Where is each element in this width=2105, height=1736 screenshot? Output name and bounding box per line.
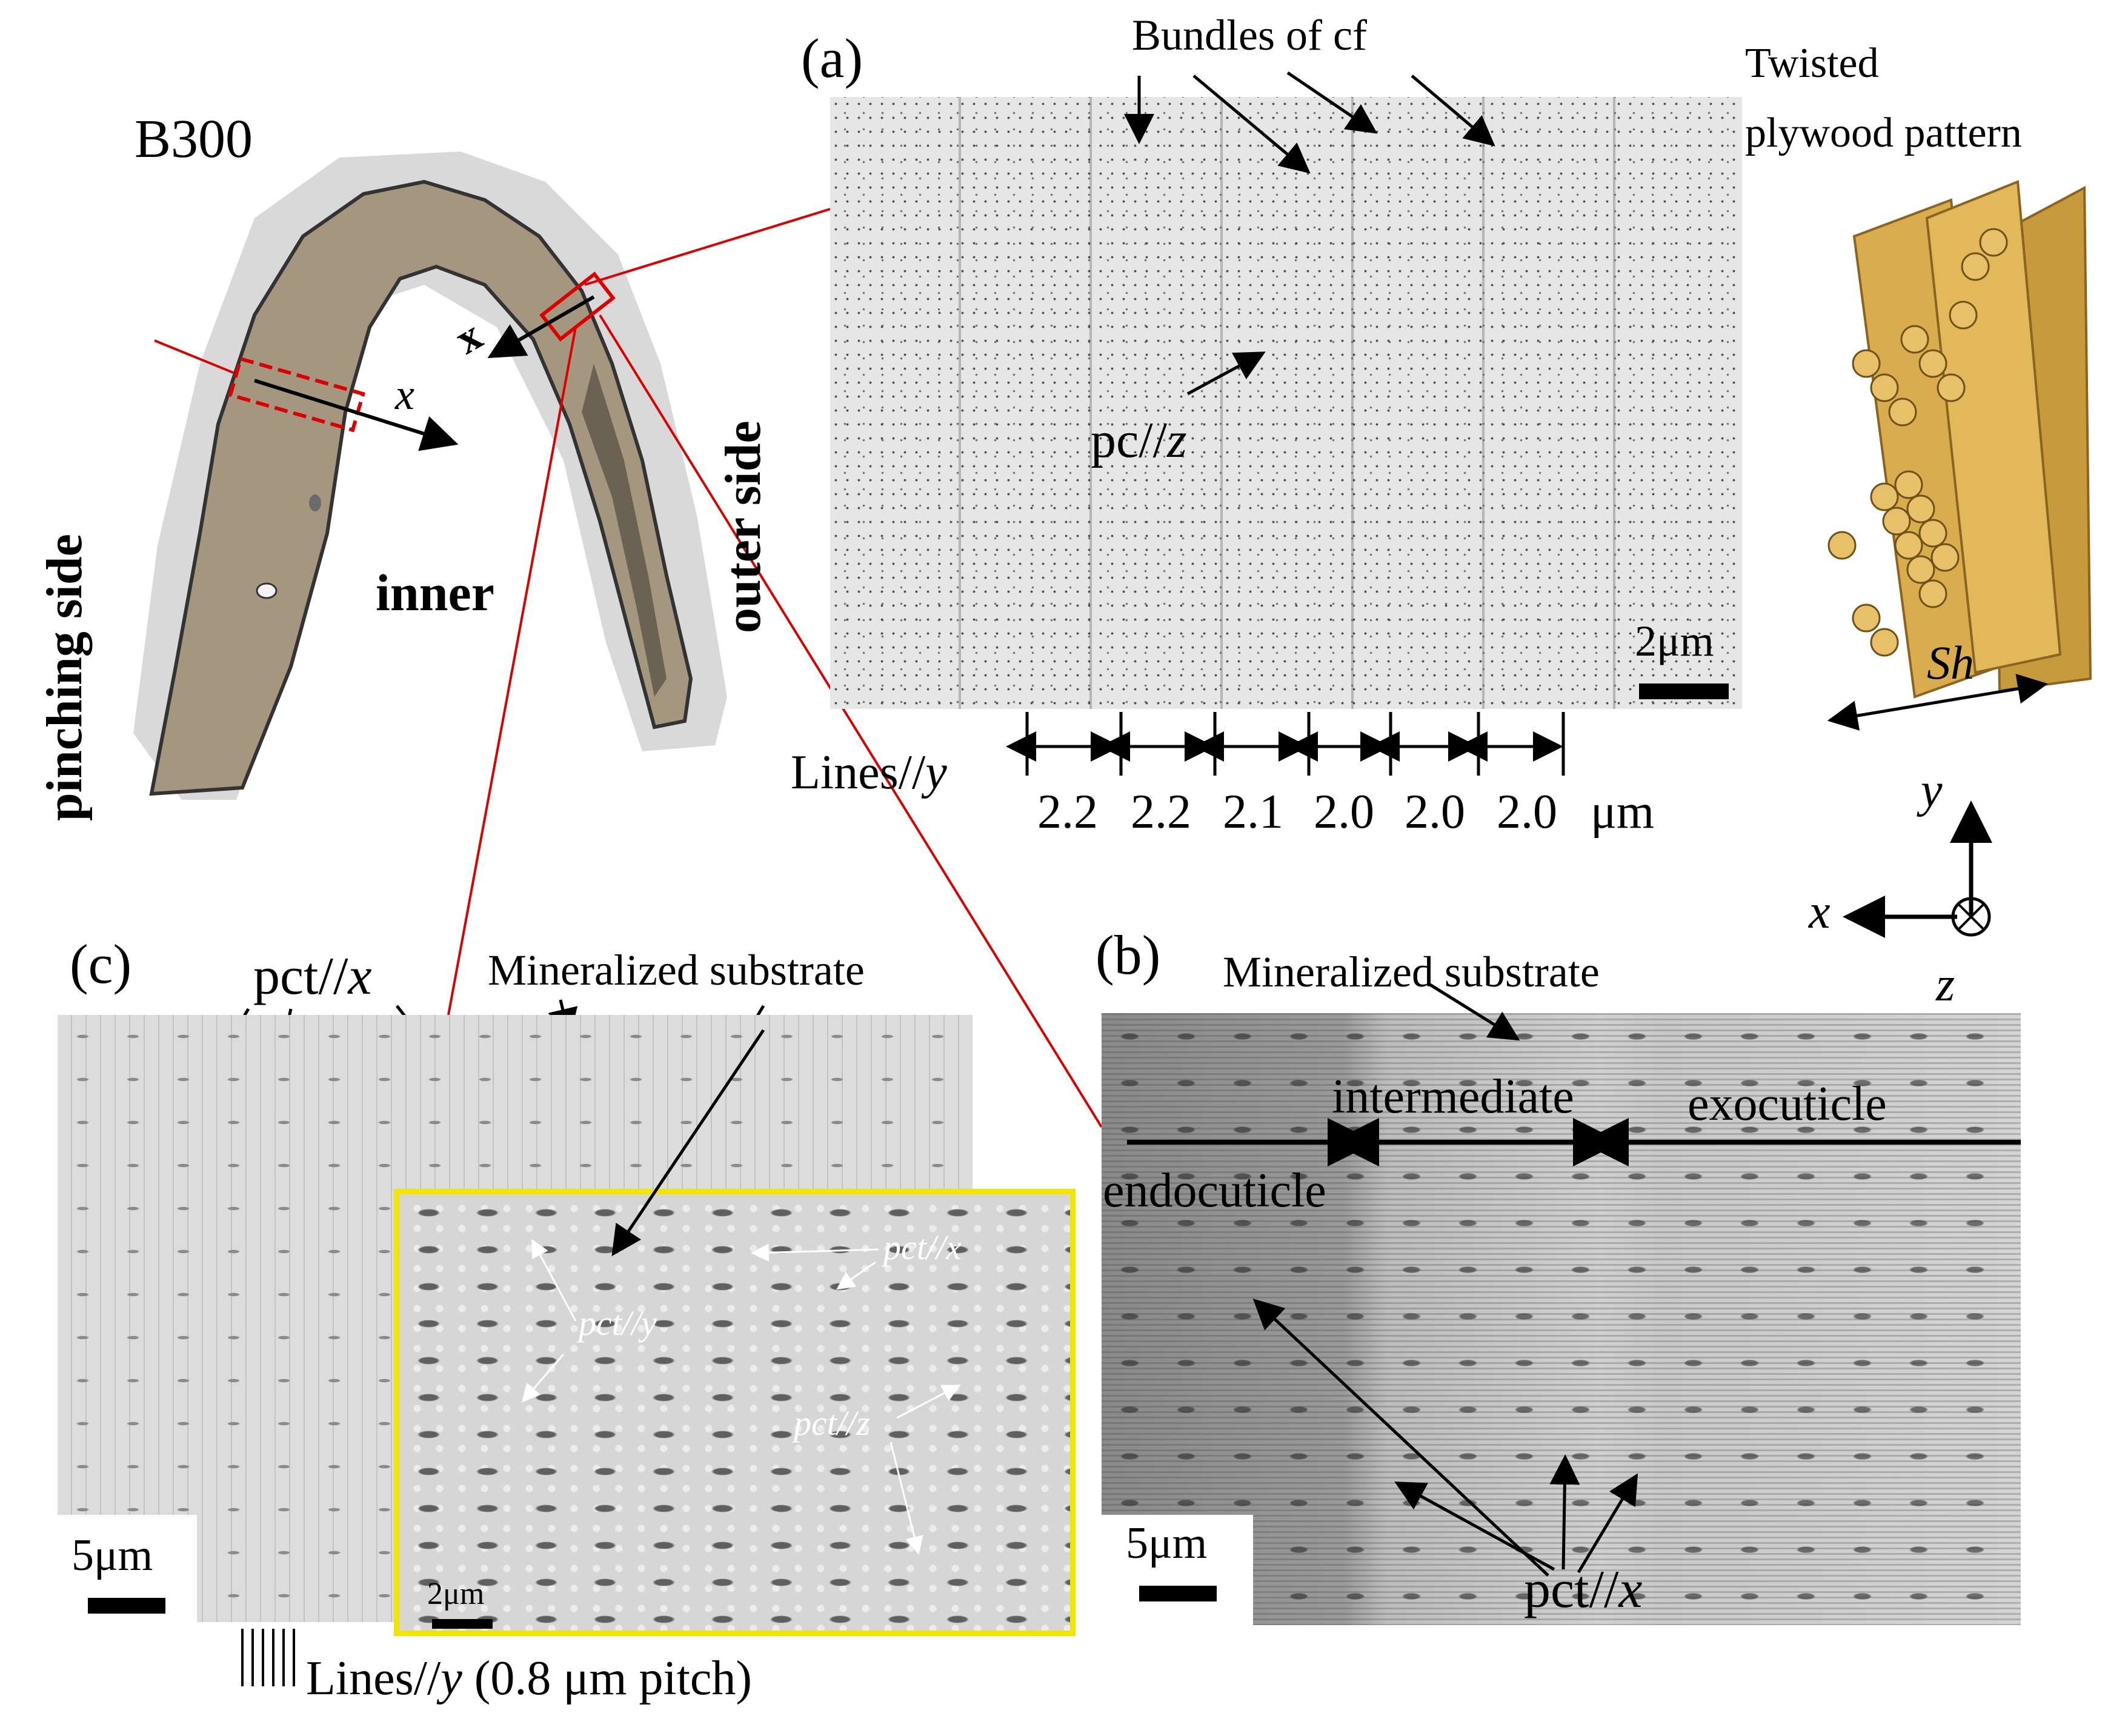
sh-label: Sh: [1927, 636, 1974, 689]
axis-y-label: y: [1921, 764, 1943, 817]
bundles-of-cf-label: Bundles of cf: [1132, 11, 1367, 59]
lines-y-spacing-markers: [1006, 712, 1565, 776]
spacing-value-6: 2.0: [1497, 785, 1557, 839]
panel-b-letter: (b): [1096, 924, 1161, 986]
spacing-value-5: 2.0: [1405, 785, 1465, 839]
spacing-value-1: 2.2: [1037, 785, 1098, 839]
pc-z-axis: z: [1166, 412, 1187, 468]
panel-b-scale-label: 5μm: [1126, 1518, 1208, 1568]
intermediate-label: intermediate: [1332, 1070, 1574, 1123]
inset-pct-z-label: pct//z: [794, 1403, 870, 1443]
spacing-unit: μm: [1591, 785, 1655, 839]
panel-c-letter: (c): [70, 933, 132, 995]
inner-label: inner: [376, 564, 494, 622]
panel-c-lines-label: Lines//y (0.8 μm pitch): [306, 1654, 752, 1703]
panel-b-scale-bar: [1139, 1586, 1217, 1601]
panel-b-scale-backdrop: [1102, 1515, 1253, 1636]
endocuticle-label: endocuticle: [1103, 1164, 1326, 1217]
lines-y-prefix: Lines//: [791, 746, 926, 799]
panel-b-pct-axis: x: [1618, 1560, 1643, 1619]
panel-c-inset-micrograph: [394, 1189, 1076, 1636]
panel-c-pct-prefix: pct//: [253, 947, 348, 1006]
panel-a-letter: (a): [801, 27, 863, 89]
panel-b-mineralized-label: Mineralized substrate: [1223, 948, 1600, 996]
panel-c-scale-backdrop: [58, 1515, 197, 1636]
twisted-plywood-illustration: [1827, 180, 2092, 731]
pc-z-prefix: pc//: [1091, 412, 1167, 468]
spacing-value-3: 2.1: [1223, 785, 1283, 839]
axis-x-label: x: [1809, 885, 1831, 939]
panel-c-pct-label: pct//x: [253, 950, 371, 1003]
specimen-section-figure: [133, 151, 727, 800]
pitch-lines-icon: [241, 1629, 295, 1686]
panel-c-scale-bar: [88, 1598, 165, 1614]
panel-a-scale-bar: [1639, 683, 1729, 699]
panel-b-pct-label: pct//x: [1524, 1563, 1642, 1617]
plywood-title-line2: plywood pattern: [1745, 110, 2022, 156]
specimen-pore: [309, 494, 321, 511]
panel-c-lines-suffix: (0.8 μm pitch): [462, 1652, 753, 1705]
x-arrow-left: [254, 379, 459, 451]
panel-c-mineralized-label: Mineralized substrate: [488, 946, 865, 994]
axis-x-label-left: x: [395, 370, 414, 419]
lines-y-axis: y: [925, 746, 947, 799]
panel-a-scale-label: 2μm: [1635, 617, 1714, 665]
inset-pct-y-label: pct//y: [579, 1303, 657, 1343]
specimen-pore: [256, 582, 278, 599]
panel-c-scale-label: 5μm: [71, 1531, 153, 1580]
pc-z-label: pc//z: [1091, 415, 1187, 466]
panel-a-micrograph: [830, 97, 1742, 709]
plywood-title-line1: Twisted: [1745, 40, 1879, 87]
x-arrow-right: [487, 295, 595, 358]
outer-side-roi: [539, 271, 616, 342]
xyz-axes-icon: [1843, 800, 1992, 938]
panel-c-lines-prefix: Lines//: [306, 1652, 441, 1705]
panel-b-pct-prefix: pct//: [1524, 1560, 1619, 1619]
red-guide-line: [154, 339, 234, 374]
panel-c-lines-axis: y: [441, 1652, 462, 1705]
inset-scale-label: 2μm: [427, 1577, 485, 1611]
spacing-value-4: 2.0: [1314, 785, 1374, 839]
sh-double-arrow: [1827, 673, 2048, 731]
panel-c-pct-axis: x: [348, 947, 372, 1006]
sample-label: B300: [135, 109, 253, 169]
specimen-dark-band: [582, 364, 667, 697]
inset-pct-x-label: pct//x: [883, 1228, 962, 1267]
axis-z-label: z: [1936, 958, 1955, 1011]
inset-scale-bar: [432, 1619, 493, 1629]
exocuticle-label: exocuticle: [1688, 1077, 1887, 1131]
lines-y-label: Lines//y: [791, 748, 947, 797]
spacing-value-2: 2.2: [1131, 785, 1191, 839]
